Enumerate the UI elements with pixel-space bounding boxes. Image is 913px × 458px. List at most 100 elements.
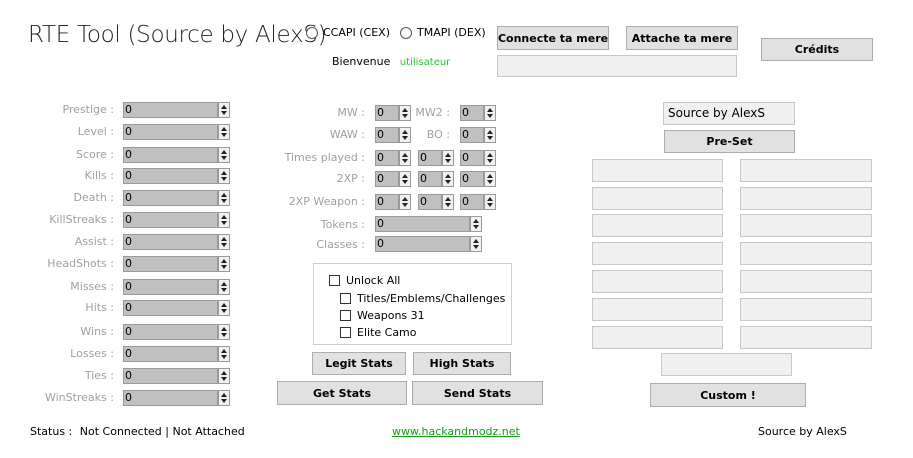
preset-slot[interactable] [740,159,872,182]
preset-slot[interactable] [740,187,872,210]
high-stats-button[interactable]: High Stats [413,352,511,375]
stat-spinner[interactable]: 0 [123,102,230,118]
preset-slot[interactable] [592,298,723,321]
2xp-weapon-spinner-1[interactable]: 0 [375,194,411,210]
spinner-arrows-icon[interactable] [484,105,496,121]
spinner-arrows-icon[interactable] [442,150,454,166]
stat-spinner[interactable]: 0 [123,368,230,384]
legit-stats-button[interactable]: Legit Stats [312,352,406,375]
stat-spinner[interactable]: 0 [123,390,230,406]
radio-circle-icon[interactable] [400,26,412,39]
stat-spinner[interactable]: 0 [123,256,230,272]
spinner-arrows-icon[interactable] [470,236,482,252]
mw2-spinner[interactable]: 0 [460,105,496,121]
spinner-arrows-icon[interactable] [218,368,230,384]
spinner-arrows-icon[interactable] [218,346,230,362]
custom-button[interactable]: Custom ! [650,383,806,407]
spinner-arrows-icon[interactable] [442,194,454,210]
elite-camo-checkbox[interactable]: Elite Camo [340,326,417,339]
checkbox-icon[interactable] [329,275,340,286]
unlock-all-checkbox[interactable]: Unlock All [329,274,400,287]
checkbox-icon[interactable] [340,293,351,304]
preset-slot[interactable] [740,242,872,265]
attach-button[interactable]: Attache ta mere [626,26,738,50]
checkbox-icon[interactable] [340,327,351,338]
stat-spinner[interactable]: 0 [123,124,230,140]
spinner-arrows-icon[interactable] [484,150,496,166]
stat-spinner[interactable]: 0 [123,324,230,340]
classes-spinner[interactable]: 0 [375,236,482,252]
preset-slot[interactable] [592,270,723,293]
credits-button[interactable]: Crédits [761,38,873,61]
preset-slot[interactable] [740,298,872,321]
tokens-spinner[interactable]: 0 [375,216,482,232]
spinner-arrows-icon[interactable] [399,105,411,121]
spinner-arrows-icon[interactable] [218,279,230,295]
spinner-arrows-icon[interactable] [218,168,230,184]
2xp-weapon-spinner-3[interactable]: 0 [460,194,496,210]
spinner-arrows-icon[interactable] [218,256,230,272]
radio-tmapi[interactable]: TMAPI (DEX) [400,26,486,39]
stat-spinner[interactable]: 0 [123,300,230,316]
spinner-arrows-icon[interactable] [470,216,482,232]
spinner-arrows-icon[interactable] [399,127,411,143]
times-played-spinner-1[interactable]: 0 [375,150,411,166]
info-textbox[interactable] [497,55,737,77]
preset-slot[interactable] [740,214,872,237]
stat-spinner[interactable]: 0 [123,147,230,163]
radio-circle-icon[interactable] [306,26,318,39]
spinner-arrows-icon[interactable] [218,234,230,250]
stat-spinner[interactable]: 0 [123,346,230,362]
preset-button[interactable]: Pre-Set [664,130,795,153]
spinner-arrows-icon[interactable] [218,324,230,340]
preset-slot[interactable] [592,187,723,210]
spinner-arrows-icon[interactable] [399,194,411,210]
stat-spinner[interactable]: 0 [123,234,230,250]
spinner-arrows-icon[interactable] [442,171,454,187]
footer-source: Source by AlexS [758,425,847,438]
checkbox-icon[interactable] [340,310,351,321]
spinner-arrows-icon[interactable] [218,300,230,316]
connect-button[interactable]: Connecte ta mere [497,26,609,50]
spinner-arrows-icon[interactable] [399,150,411,166]
bo-spinner[interactable]: 0 [460,127,496,143]
times-played-spinner-2[interactable]: 0 [418,150,454,166]
mw-spinner[interactable]: 0 [375,105,411,121]
spinner-arrows-icon[interactable] [399,171,411,187]
spinner-arrows-icon[interactable] [218,124,230,140]
preset-slot[interactable] [740,326,872,349]
preset-slot[interactable] [592,159,723,182]
preset-slot[interactable] [592,326,723,349]
stat-spinner[interactable]: 0 [123,168,230,184]
spinner-arrows-icon[interactable] [218,190,230,206]
stat-spinner[interactable]: 0 [123,279,230,295]
preset-slot[interactable] [592,242,723,265]
stat-label: Level : [77,125,114,138]
times-played-spinner-3[interactable]: 0 [460,150,496,166]
get-stats-button[interactable]: Get Stats [277,381,407,405]
waw-spinner[interactable]: 0 [375,127,411,143]
spinner-arrows-icon[interactable] [484,194,496,210]
radio-ccapi[interactable]: CCAPI (CEX) [306,26,390,39]
2xp-spinner-2[interactable]: 0 [418,171,454,187]
spinner-arrows-icon[interactable] [218,102,230,118]
send-stats-button[interactable]: Send Stats [412,381,543,405]
stat-spinner[interactable]: 0 [123,212,230,228]
2xp-spinner-3[interactable]: 0 [460,171,496,187]
custom-textbox[interactable] [661,353,792,376]
spinner-arrows-icon[interactable] [218,390,230,406]
titles-checkbox[interactable]: Titles/Emblems/Challenges [340,292,505,305]
spinner-arrows-icon[interactable] [484,127,496,143]
spinner-arrows-icon[interactable] [218,147,230,163]
stat-spinner[interactable]: 0 [123,190,230,206]
preset-slot[interactable] [592,214,723,237]
spinner-arrows-icon[interactable] [218,212,230,228]
preset-slot[interactable] [740,270,872,293]
spinner-arrows-icon[interactable] [484,171,496,187]
times-played-label: Times played : [284,151,365,164]
website-link[interactable]: www.hackandmodz.net [392,425,520,438]
weapons-checkbox[interactable]: Weapons 31 [340,309,425,322]
2xp-spinner-1[interactable]: 0 [375,171,411,187]
2xp-weapon-spinner-2[interactable]: 0 [418,194,454,210]
source-textbox[interactable]: Source by AlexS [663,102,795,125]
